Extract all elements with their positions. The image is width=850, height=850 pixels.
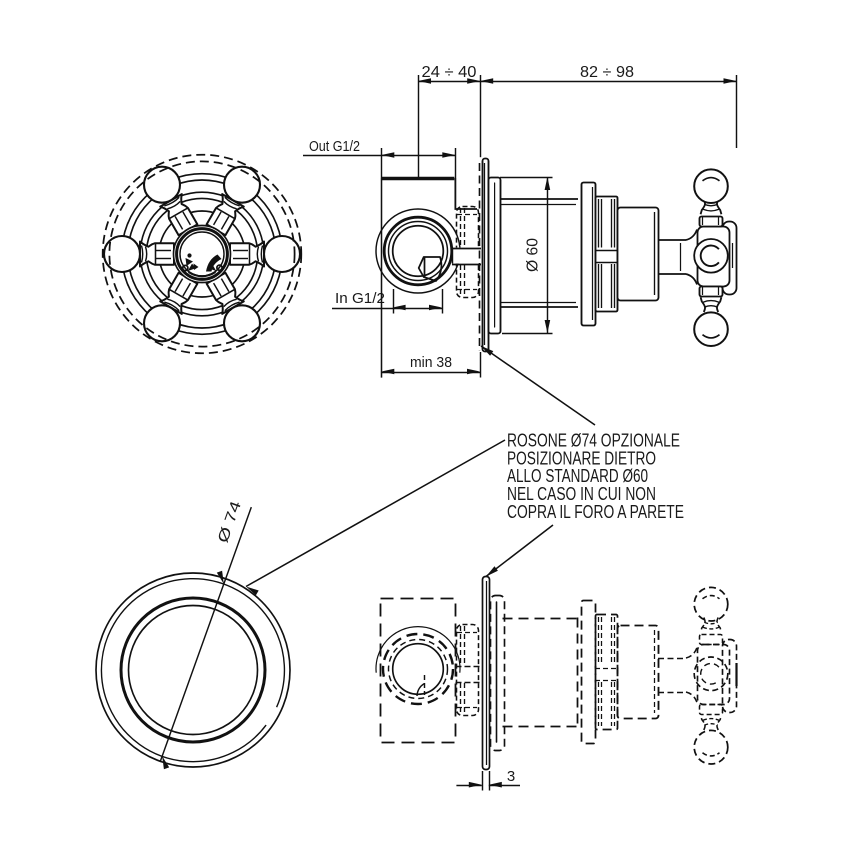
svg-text:Ø 60: Ø 60 (525, 238, 542, 272)
svg-text:Out G1/2: Out G1/2 (309, 138, 360, 155)
svg-text:ALLO STANDARD Ø60: ALLO STANDARD Ø60 (507, 466, 648, 486)
svg-text:min 38: min 38 (410, 354, 452, 371)
svg-text:POSIZIONARE DIETRO: POSIZIONARE DIETRO (507, 448, 656, 468)
svg-text:24 ÷ 40: 24 ÷ 40 (422, 64, 477, 81)
svg-text:82 ÷ 98: 82 ÷ 98 (580, 64, 634, 81)
svg-text:NEL CASO IN CUI NON: NEL CASO IN CUI NON (507, 484, 656, 504)
svg-text:ROSONE Ø74 OPZIONALE: ROSONE Ø74 OPZIONALE (507, 430, 680, 450)
svg-text:In G1/2: In G1/2 (335, 290, 385, 307)
svg-text:COPRA IL FORO A PARETE: COPRA IL FORO A PARETE (507, 502, 684, 522)
svg-text:3: 3 (507, 768, 515, 785)
